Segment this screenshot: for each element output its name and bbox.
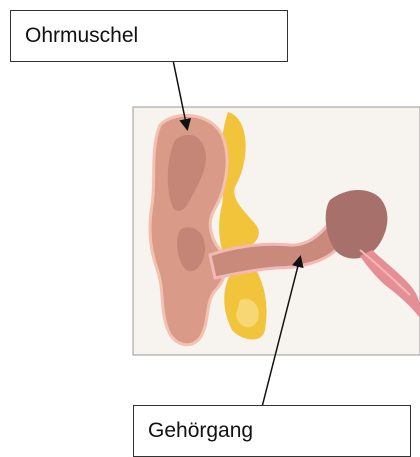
label-ohrmuschel: Ohrmuschel [10, 10, 288, 62]
label-ohrmuschel-text: Ohrmuschel [25, 24, 138, 48]
label-gehoergang: Gehörgang [133, 405, 411, 457]
label-gehoergang-text: Gehörgang [148, 419, 253, 443]
